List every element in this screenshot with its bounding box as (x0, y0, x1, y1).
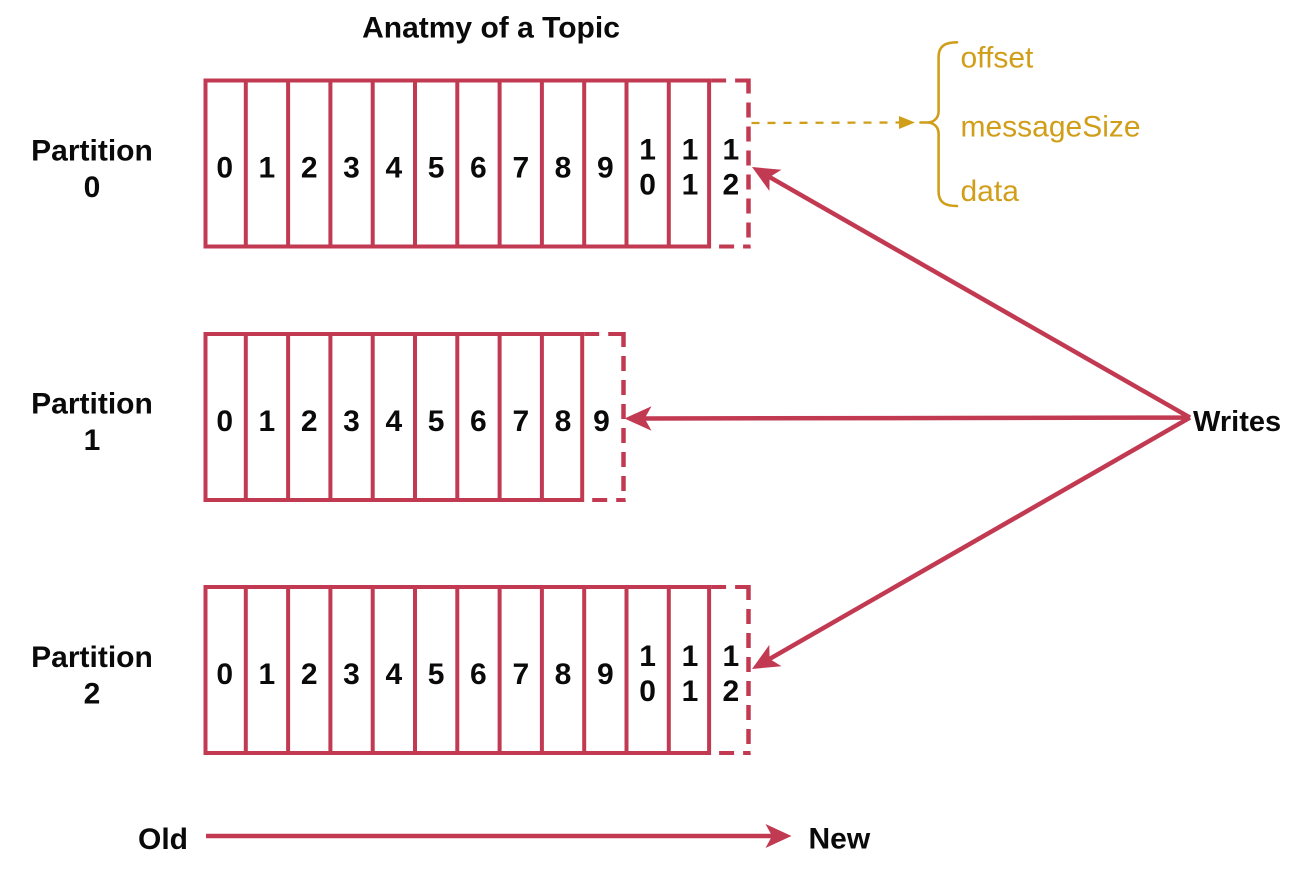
svg-text:1: 1 (639, 134, 656, 167)
svg-text:1: 1 (84, 424, 101, 457)
svg-text:2: 2 (301, 152, 318, 185)
svg-text:4: 4 (386, 405, 403, 438)
svg-text:7: 7 (512, 152, 529, 185)
svg-text:7: 7 (512, 658, 529, 691)
svg-text:0: 0 (216, 152, 233, 185)
svg-text:3: 3 (343, 658, 360, 691)
svg-text:Partition: Partition (31, 388, 153, 421)
svg-text:5: 5 (428, 658, 445, 691)
svg-text:0: 0 (84, 171, 101, 204)
svg-text:Anatmy of a Topic: Anatmy of a Topic (362, 12, 620, 45)
svg-text:0: 0 (639, 675, 656, 708)
svg-text:8: 8 (555, 405, 572, 438)
svg-text:2: 2 (301, 405, 318, 438)
svg-text:7: 7 (512, 405, 529, 438)
svg-text:1: 1 (639, 640, 656, 673)
svg-text:messageSize: messageSize (961, 111, 1141, 144)
svg-text:3: 3 (343, 405, 360, 438)
svg-text:Partition: Partition (31, 641, 153, 674)
svg-text:0: 0 (639, 168, 656, 201)
svg-text:9: 9 (597, 658, 614, 691)
svg-text:1: 1 (259, 152, 276, 185)
svg-text:1: 1 (682, 134, 699, 167)
svg-text:1: 1 (722, 134, 739, 167)
svg-text:8: 8 (555, 152, 572, 185)
svg-text:1: 1 (722, 640, 739, 673)
svg-text:Writes: Writes (1193, 406, 1281, 438)
svg-text:0: 0 (216, 405, 233, 438)
svg-text:4: 4 (386, 658, 403, 691)
svg-text:2: 2 (84, 678, 101, 711)
svg-text:9: 9 (593, 405, 610, 438)
svg-text:1: 1 (259, 658, 276, 691)
svg-text:6: 6 (470, 152, 487, 185)
svg-text:2: 2 (722, 168, 739, 201)
svg-text:2: 2 (301, 658, 318, 691)
svg-text:5: 5 (428, 152, 445, 185)
svg-text:1: 1 (682, 640, 699, 673)
svg-text:4: 4 (386, 152, 403, 185)
svg-text:8: 8 (555, 658, 572, 691)
svg-text:5: 5 (428, 405, 445, 438)
svg-text:1: 1 (682, 675, 699, 708)
svg-text:3: 3 (343, 152, 360, 185)
svg-text:9: 9 (597, 152, 614, 185)
svg-text:6: 6 (470, 658, 487, 691)
svg-text:offset: offset (961, 42, 1034, 75)
svg-text:Old: Old (138, 823, 188, 856)
svg-text:New: New (809, 823, 871, 856)
svg-text:Partition: Partition (31, 135, 153, 168)
svg-text:6: 6 (470, 405, 487, 438)
svg-text:2: 2 (722, 675, 739, 708)
svg-text:1: 1 (259, 405, 276, 438)
svg-text:1: 1 (682, 168, 699, 201)
svg-text:data: data (961, 175, 1020, 208)
svg-text:0: 0 (216, 658, 233, 691)
